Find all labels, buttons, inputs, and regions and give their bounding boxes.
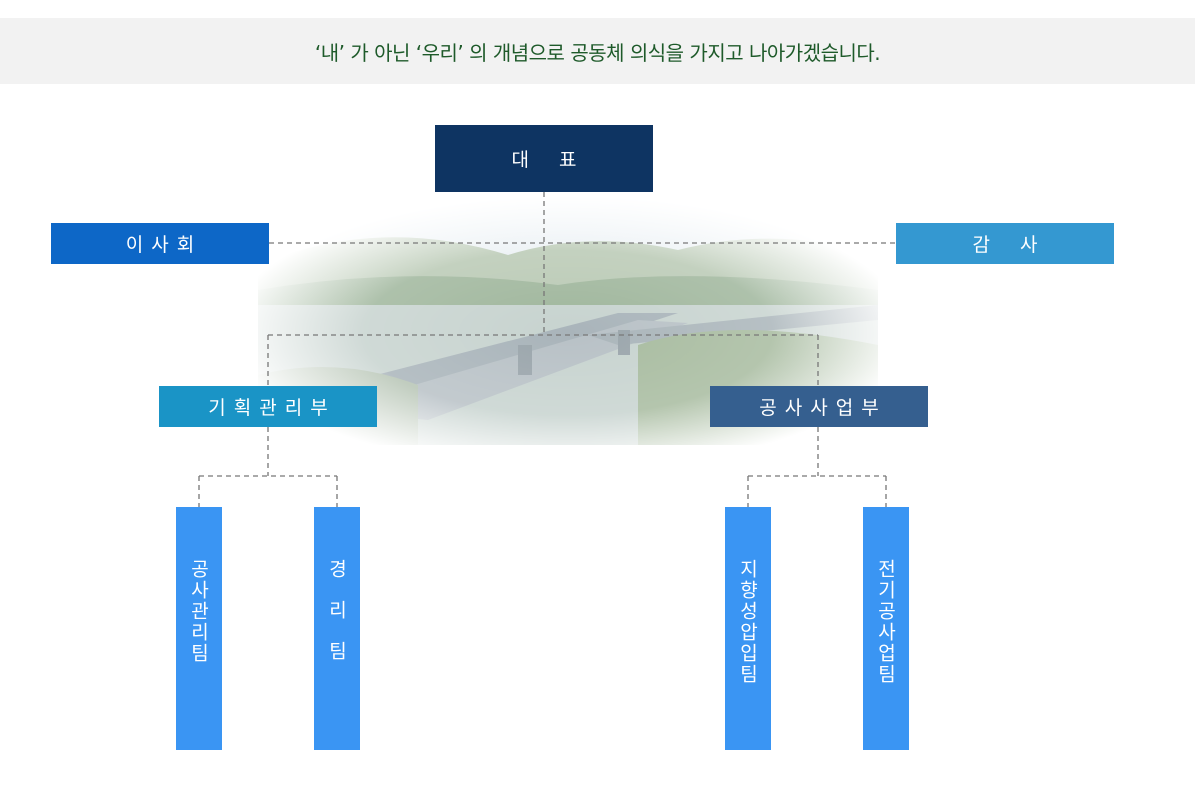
planning-department-box: 기획관리부: [159, 386, 377, 427]
slogan-banner: ‘내’ 가 아닌 ‘우리’ 의 개념으로 공동체 의식을 가지고 나아가겠습니다…: [0, 18, 1195, 84]
team-electrical-works: 전기공사업팀: [863, 507, 909, 750]
board-of-directors-box: 이사회: [51, 223, 269, 264]
audit-label: 감사: [972, 234, 1068, 256]
planning-department-label: 기획관리부: [208, 397, 336, 419]
ceo-box: 대표: [435, 125, 653, 192]
team-label: 공사관리팀: [187, 559, 210, 664]
team-accounting: 경리팀: [314, 507, 360, 750]
team-label: 경리팀: [325, 559, 348, 682]
team-label: 지향성압입팀: [736, 559, 759, 685]
auditor-box: 감사: [896, 223, 1114, 264]
board-label: 이사회: [125, 234, 203, 256]
construction-department-box: 공사사업부: [710, 386, 928, 427]
team-construction-management: 공사관리팀: [176, 507, 222, 750]
construction-department-label: 공사사업부: [759, 397, 887, 419]
team-directional-boring: 지향성압입팀: [725, 507, 771, 750]
team-label: 전기공사업팀: [874, 559, 897, 685]
ceo-label: 대표: [511, 149, 607, 171]
slogan-text: ‘내’ 가 아닌 ‘우리’ 의 개념으로 공동체 의식을 가지고 나아가겠습니다…: [314, 40, 881, 65]
